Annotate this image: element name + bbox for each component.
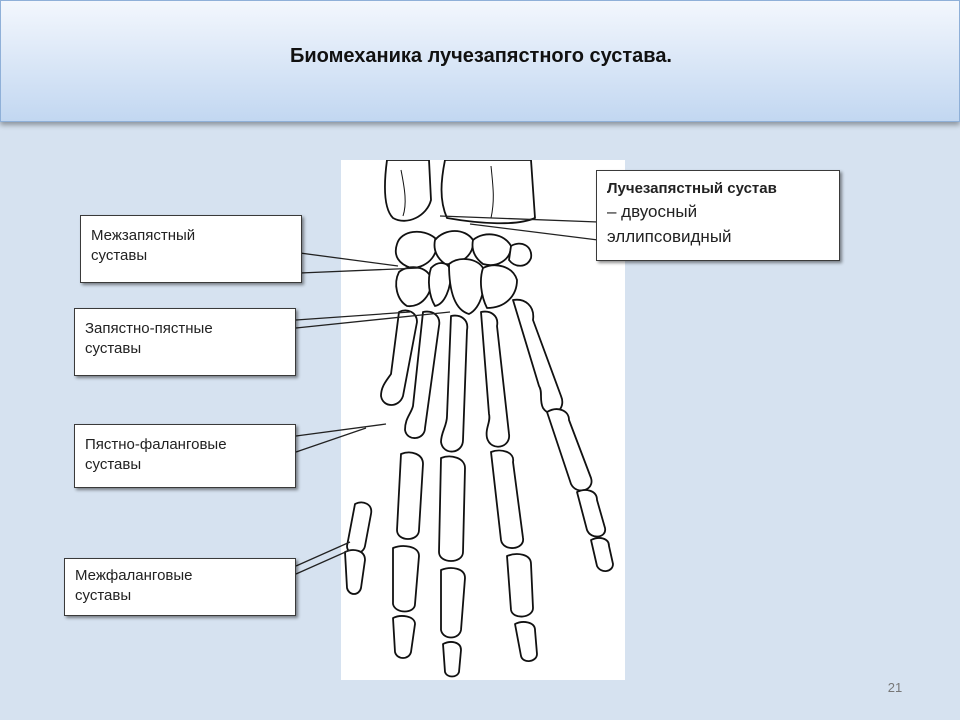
- hand-skeleton-image: [341, 159, 625, 680]
- label-interphalangeal-joints: Межфаланговые суставы: [64, 558, 296, 616]
- slide-title: Биомеханика лучезапястного сустава.: [290, 45, 672, 67]
- carpal-trapezium: [395, 266, 433, 307]
- radius-bone: [440, 159, 536, 225]
- little-distal-phalanx: [590, 537, 614, 572]
- thumb-distal-phalanx: [344, 549, 366, 595]
- label-carpometacarpal-joints: Запястно-пястные суставы: [74, 308, 296, 376]
- ulna-bone: [384, 159, 432, 222]
- carpal-hamate: [480, 264, 518, 309]
- metacarpal-4: [480, 310, 510, 448]
- metacarpal-5: [512, 298, 564, 415]
- label-carpometacarpal-line2: суставы: [85, 340, 142, 357]
- label-radiocarpal-line2: – двуосный: [607, 202, 698, 221]
- index-middle-phalanx: [392, 545, 420, 613]
- label-radiocarpal-joint: Лучезапястный сустав – двуосный эллипсов…: [596, 170, 840, 261]
- middle-proximal-phalanx: [438, 455, 466, 562]
- label-radiocarpal-line1: Лучезапястный сустав: [607, 180, 777, 197]
- ring-distal-phalanx: [514, 621, 538, 662]
- index-proximal-phalanx: [396, 451, 424, 540]
- carpal-capitate: [448, 258, 486, 315]
- slide-header: Биомеханика лучезапястного сустава.: [0, 0, 960, 122]
- hand-bones-drawing: [344, 159, 614, 678]
- little-proximal-phalanx: [546, 408, 593, 492]
- carpal-trapezoid: [428, 262, 452, 307]
- metacarpal-3: [440, 314, 469, 453]
- label-interphalangeal-line2: суставы: [75, 587, 132, 604]
- little-middle-phalanx: [576, 489, 606, 538]
- carpal-triquetrum: [471, 233, 512, 266]
- index-distal-phalanx: [392, 615, 416, 659]
- middle-distal-phalanx: [442, 641, 462, 678]
- carpal-lunate: [433, 230, 474, 266]
- label-intercarpal-joints: Межзапястный суставы: [80, 215, 302, 283]
- carpal-pisiform: [508, 242, 533, 267]
- middle-middle-phalanx: [440, 567, 466, 639]
- label-metacarpophalangeal-line1: Пястно-фаланговые: [85, 436, 227, 453]
- slide-page-number: 21: [887, 680, 903, 695]
- thumb-proximal-phalanx: [346, 501, 373, 555]
- ring-middle-phalanx: [506, 553, 534, 618]
- label-metacarpophalangeal-line2: суставы: [85, 456, 142, 473]
- label-intercarpal-line1: Межзапястный: [91, 227, 196, 244]
- label-metacarpophalangeal-joints: Пястно-фаланговые суставы: [74, 424, 296, 488]
- label-interphalangeal-line1: Межфаланговые: [75, 567, 193, 584]
- metacarpal-1: [380, 309, 418, 406]
- label-radiocarpal-line3: эллипсовидный: [607, 227, 732, 246]
- label-carpometacarpal-line1: Запястно-пястные: [85, 320, 213, 337]
- carpal-scaphoid: [394, 230, 438, 269]
- label-intercarpal-line2: суставы: [91, 247, 148, 264]
- ring-proximal-phalanx: [490, 449, 524, 549]
